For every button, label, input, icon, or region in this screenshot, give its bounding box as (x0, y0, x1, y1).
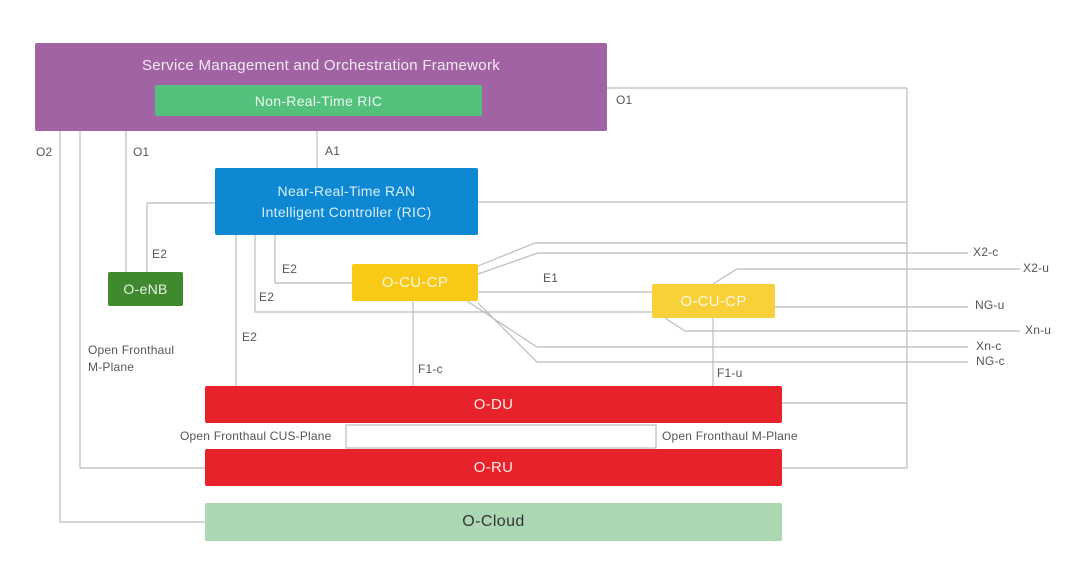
near-rt-ric-label: Near-Real-Time RAN Intelligent Controlle… (261, 181, 431, 222)
line-xnc (466, 300, 968, 348)
o-cu-cp-right-label: O-CU-CP (680, 292, 747, 310)
label-open-fronthaul-mplane-left: Open Fronthaul M-Plane (88, 342, 198, 376)
interface-label-f1u: F1-u (717, 366, 743, 380)
interface-label-e2-ocucp-left: E2 (282, 262, 298, 276)
interface-label-e2-ocucp-right: E2 (259, 290, 275, 304)
interface-label-e2-odu: E2 (242, 330, 258, 344)
interface-label-f1c: F1-c (418, 362, 443, 376)
smo-framework-label: Service Management and Orchestration Fra… (141, 57, 501, 74)
o-du-label: O-DU (473, 396, 514, 413)
o-ru-label: O-RU (473, 459, 514, 476)
interface-label-o2: O2 (36, 145, 53, 159)
o-enb-box: O-eNB (108, 272, 183, 306)
line-e2-ocucp-right (254, 235, 652, 313)
interface-label-x2c: X2-c (973, 245, 999, 259)
line-e2-oenb (146, 202, 215, 272)
o-cloud-box: O-Cloud (205, 503, 782, 541)
o-cu-cp-left-box: O-CU-CP (352, 264, 478, 301)
interface-label-ngu: NG-u (975, 298, 1005, 312)
near-rt-ric-label-line2: Intelligent Controller (RIC) (261, 203, 432, 220)
interface-label-o1-right: O1 (616, 93, 633, 107)
line-open-fronthaul-mplane-left (79, 131, 205, 469)
line-o2 (59, 131, 205, 523)
interface-label-ngc: NG-c (976, 354, 1005, 368)
line-xnu (664, 317, 1020, 332)
label-open-fronthaul-cus-plane: Open Fronthaul CUS-Plane (180, 429, 332, 443)
non-rt-ric-box: Non-Real-Time RIC (155, 85, 482, 116)
non-rt-ric-label: Non-Real-Time RIC (254, 92, 383, 109)
interface-label-o1-left: O1 (133, 145, 150, 159)
line-o1-ocucp (477, 242, 907, 267)
interface-label-e1: E1 (543, 271, 559, 285)
interface-label-e2-oenb: E2 (152, 247, 168, 261)
label-open-fronthaul-mplane-left-line1: Open Fronthaul (88, 343, 175, 357)
o-cu-cp-right-box: O-CU-CP (652, 284, 775, 318)
interface-label-x2u: X2-u (1023, 261, 1050, 275)
smo-framework-box: Service Management and Orchestration Fra… (35, 43, 607, 131)
o-cloud-label: O-Cloud (462, 513, 525, 530)
line-ngc (477, 302, 968, 363)
interface-label-xnu: Xn-u (1025, 323, 1052, 337)
interface-label-xnc: Xn-c (976, 339, 1002, 353)
line-x2u (712, 268, 1020, 285)
line-e2-ocucp-left (274, 235, 352, 284)
o-enb-label: O-eNB (123, 281, 168, 297)
label-open-fronthaul-mplane-left-line2: M-Plane (88, 359, 135, 374)
label-open-fronthaul-mplane-right: Open Fronthaul M-Plane (662, 429, 798, 443)
o-cu-cp-left-label: O-CU-CP (381, 274, 449, 291)
near-rt-ric-box: Near-Real-Time RAN Intelligent Controlle… (215, 168, 478, 235)
line-x2c (477, 252, 968, 275)
o-ru-box: O-RU (205, 449, 782, 486)
fronthaul-connector-box (345, 424, 657, 449)
interface-label-a1: A1 (325, 144, 341, 158)
o-du-box: O-DU (205, 386, 782, 423)
near-rt-ric-label-line1: Near-Real-Time RAN (277, 183, 416, 200)
